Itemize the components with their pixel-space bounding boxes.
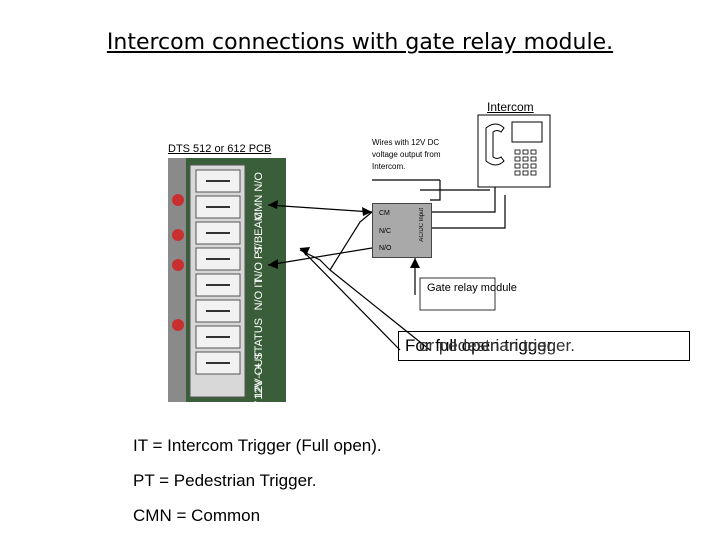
relay-terminal-cm: CM xyxy=(379,210,390,217)
arrow-icon xyxy=(410,258,420,268)
wires-note: Wires with 12V DC voltage output from In… xyxy=(372,138,441,171)
arrow-icon xyxy=(268,259,278,269)
arrow-icon xyxy=(362,207,372,216)
pcb-label: DTS 512 or 612 PCB xyxy=(168,143,272,155)
legend-item: PT = Pedestrian Trigger. xyxy=(133,471,317,490)
gate-relay-module: CM N/C N/O AC/DC Input xyxy=(372,203,432,258)
gate-relay-label: Gate relay module xyxy=(427,282,517,294)
pcb-terminal-label: S/BEAM xyxy=(253,212,265,254)
trigger-text-full: For full open trigger. xyxy=(405,336,557,355)
trigger-callout: For full open trigger. or pedestrian tri… xyxy=(398,331,690,361)
led-icon xyxy=(172,259,184,271)
pcb-terminal-label: N/O PT xyxy=(253,245,265,282)
pcb-terminal-label: 0V 12V xyxy=(253,379,265,416)
handset-icon xyxy=(485,123,505,166)
trigger-text-pedestrian: or pedestrian trigger. xyxy=(419,336,575,355)
keypad-icon xyxy=(514,149,537,176)
relay-terminal-no: N/O xyxy=(379,245,392,252)
arrow-icon xyxy=(300,247,310,256)
led-icon xyxy=(172,319,184,331)
intercom-label: Intercom xyxy=(487,100,534,114)
wires xyxy=(267,179,506,351)
pcb-terminal-label: CMN N/O xyxy=(253,172,265,220)
legend-item: CMN = Common xyxy=(133,506,261,525)
pcb-terminal-label: – + STATUS xyxy=(253,318,265,378)
intercom-unit xyxy=(477,114,551,188)
pcb-board xyxy=(168,158,286,402)
legend: IT = Intercom Trigger (Full open). PT = … xyxy=(133,428,382,533)
pcb-terminal-label: +V 12V OUT xyxy=(253,352,265,415)
pcb-terminal-label: N/O IT xyxy=(253,278,265,311)
led-icon xyxy=(172,194,184,206)
arrow-icon xyxy=(268,200,278,209)
relay-terminal-nc: N/C xyxy=(379,228,392,235)
intercom-display xyxy=(511,121,543,143)
led-icon xyxy=(172,229,184,241)
legend-item: IT = Intercom Trigger (Full open). xyxy=(133,436,382,455)
arrow-icons xyxy=(268,200,420,269)
page-title: Intercom connections with gate relay mod… xyxy=(106,30,614,55)
gate-relay-label-box xyxy=(419,277,496,311)
ac-dc-input-label: AC/DC Input xyxy=(419,208,425,242)
